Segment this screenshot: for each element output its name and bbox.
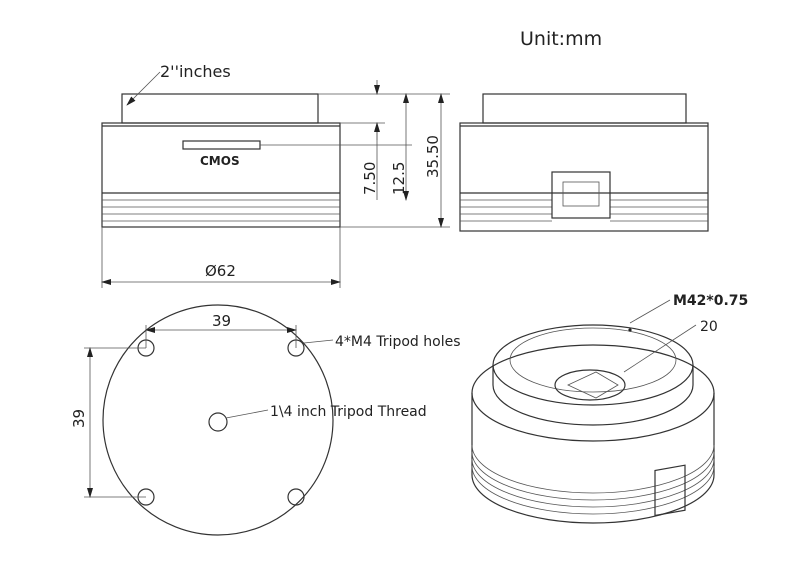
bottom-view: 39 39 4*M4 Tripod holes 1\4 inch Tripod … — [70, 304, 461, 536]
iso-view: M42*0.75 20 — [471, 293, 748, 524]
front-view: CMOS 2''inches 7.50 12.5 35.50 Ø62 — [101, 62, 450, 288]
dim-12-5: 12.5 — [390, 162, 408, 195]
unit-label: Unit:mm — [520, 28, 602, 50]
dim-horizontal: 39 — [212, 312, 231, 330]
front-body — [101, 122, 341, 228]
holes-label: 4*M4 Tripod holes — [335, 334, 461, 350]
tripod-hole — [287, 488, 305, 506]
dim-vertical: 39 — [70, 409, 88, 428]
tripod-thread — [208, 412, 228, 432]
dim-diameter: Ø62 — [205, 262, 236, 280]
thread-label: 1\4 inch Tripod Thread — [270, 404, 427, 420]
two-inch-callout: 2''inches — [160, 62, 231, 81]
dim-35-50: 35.50 — [424, 135, 442, 178]
side-view — [459, 93, 709, 232]
usb-port — [551, 171, 611, 219]
cmos-sensor — [182, 140, 261, 150]
front-cap — [121, 93, 319, 124]
aperture-label: 20 — [700, 319, 718, 335]
cmos-label: CMOS — [200, 154, 240, 168]
m42-label: M42*0.75 — [673, 293, 748, 309]
dim-7-50: 7.50 — [361, 162, 379, 195]
